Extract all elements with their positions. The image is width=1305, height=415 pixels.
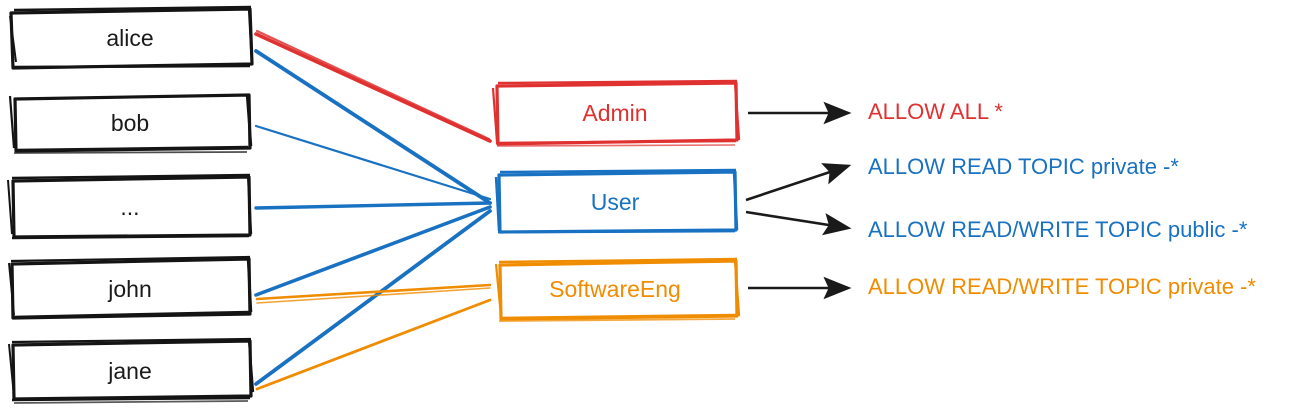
- permission-label-admin-all: ALLOW ALL *: [868, 99, 1003, 124]
- edge-jane-user: [254, 209, 492, 386]
- edge-john-softwareeng: [255, 283, 492, 304]
- principal-box-jane[interactable]: [8, 337, 255, 404]
- arrow-user-rw-public: [745, 210, 852, 236]
- principal-box-ellipsis[interactable]: [7, 173, 253, 240]
- arrow-user-read-private: [745, 163, 852, 202]
- edge-bob-user: [254, 124, 492, 201]
- principal-box-bob[interactable]: [8, 93, 253, 154]
- connector-edges: [254, 29, 492, 391]
- permission-label-user-rw-public: ALLOW READ/WRITE TOPIC public -*: [868, 217, 1248, 242]
- role-box-admin[interactable]: [491, 79, 741, 147]
- edge-alice-user: [254, 49, 492, 205]
- edge-jane-softwareeng: [255, 298, 492, 391]
- role-box-softwareeng[interactable]: [494, 257, 741, 322]
- permission-label-eng-rw-private: ALLOW READ/WRITE TOPIC private -*: [868, 274, 1256, 299]
- edge-more-user: [254, 201, 492, 210]
- permission-arrows: [745, 101, 852, 300]
- role-boxes: [491, 79, 741, 322]
- edge-john-user: [254, 205, 492, 297]
- edge-alice-admin: [254, 29, 492, 143]
- permission-label-user-read-private: ALLOW READ TOPIC private -*: [868, 154, 1179, 179]
- principal-box-alice[interactable]: [9, 5, 254, 70]
- role-box-user[interactable]: [494, 168, 739, 234]
- principal-box-john[interactable]: [8, 255, 253, 320]
- principal-boxes: [7, 5, 255, 404]
